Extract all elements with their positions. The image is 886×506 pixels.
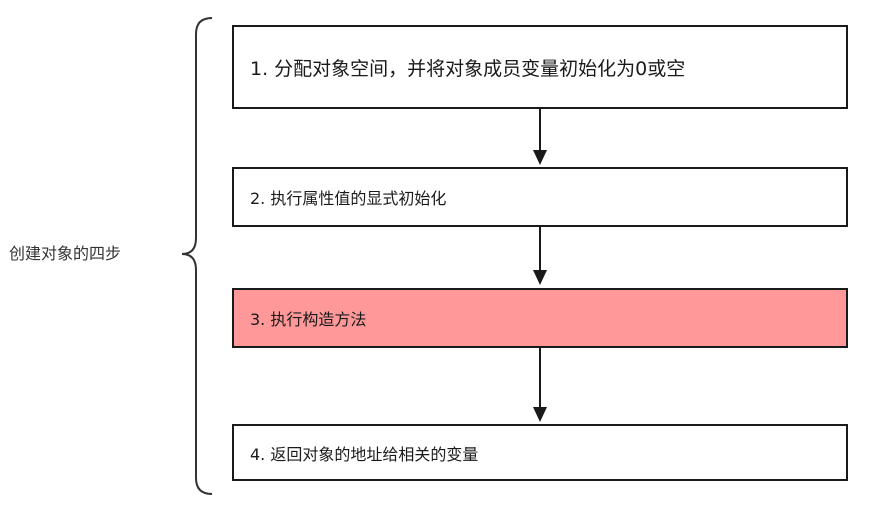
step-4-box: 4. 返回对象的地址给相关的变量: [232, 424, 848, 481]
group-label: 创建对象的四步: [9, 244, 122, 263]
step-1-text: 1. 分配对象空间，并将对象成员变量初始化为0或空: [250, 57, 686, 80]
step-3-box: 3. 执行构造方法: [232, 288, 848, 348]
step-4-text: 4. 返回对象的地址给相关的变量: [250, 444, 479, 464]
arrow-head-1: [533, 150, 547, 165]
arrow-head-3: [533, 407, 547, 422]
step-1-box: 1. 分配对象空间，并将对象成员变量初始化为0或空: [232, 25, 848, 109]
arrow-head-2: [533, 270, 547, 285]
curly-brace: [181, 17, 213, 495]
step-3-text: 3. 执行构造方法: [250, 310, 367, 329]
step-2-text: 2. 执行属性值的显式初始化: [250, 189, 447, 208]
step-2-box: 2. 执行属性值的显式初始化: [232, 167, 848, 227]
